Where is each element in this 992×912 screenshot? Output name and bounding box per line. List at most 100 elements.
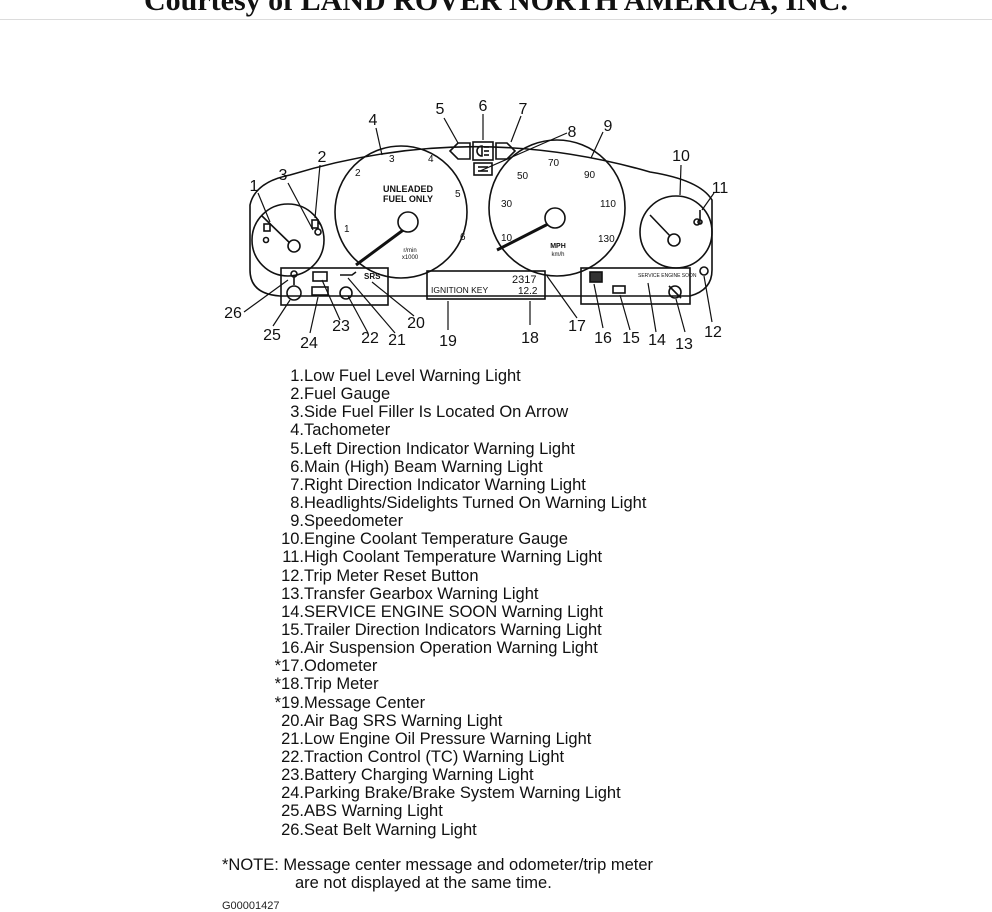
tach-tick-4: 4 bbox=[428, 154, 434, 165]
note-line-2: are not displayed at the same time. bbox=[295, 874, 552, 892]
legend-label: Trip Meter bbox=[304, 675, 379, 694]
tach-fuel-only: FUEL ONLY bbox=[383, 194, 433, 204]
tach-tick-1: 1 bbox=[344, 224, 350, 235]
speed-tick-130: 130 bbox=[598, 234, 615, 245]
courtesy-text: Courtesy of LAND ROVER NORTH AMERICA, IN… bbox=[144, 0, 848, 17]
warning-panel-left bbox=[280, 267, 389, 306]
traction-control-icon bbox=[339, 286, 353, 300]
trip-display: 12.2 bbox=[518, 286, 538, 297]
legend-label: SERVICE ENGINE SOON Warning Light bbox=[304, 602, 603, 621]
trailer-icon bbox=[612, 285, 626, 294]
legend-label: Low Engine Oil Pressure Warning Light bbox=[304, 729, 592, 748]
service-engine-label: SERVICE ENGINE SOON bbox=[638, 273, 697, 279]
tach-tick-6: 6 bbox=[460, 232, 466, 243]
callout-22: 22 bbox=[361, 330, 379, 347]
tachometer: 1 2 3 4 5 6 UNLEADED FUEL ONLY r/min x10… bbox=[334, 145, 468, 279]
callout-15: 15 bbox=[622, 330, 640, 347]
callout-12: 12 bbox=[704, 324, 722, 341]
low-fuel-icon bbox=[263, 223, 271, 232]
legend-label: Tachometer bbox=[304, 421, 391, 440]
legend-number: 16. bbox=[281, 639, 304, 658]
abs-icon bbox=[286, 285, 302, 301]
callout-11: 11 bbox=[712, 180, 729, 197]
legend-number: 26. bbox=[281, 820, 304, 839]
speed-tick-70: 70 bbox=[548, 158, 560, 169]
tach-unleaded: UNLEADED bbox=[383, 184, 434, 194]
callout-4: 4 bbox=[369, 112, 378, 129]
callout-16: 16 bbox=[594, 330, 612, 347]
air-suspension-icon bbox=[589, 271, 603, 283]
footnote: *NOTE: Message center message and odomet… bbox=[222, 856, 653, 892]
callout-13: 13 bbox=[675, 336, 693, 353]
fuel-pump-icon bbox=[311, 219, 322, 229]
gearbox-icon bbox=[668, 285, 682, 299]
left-arrow-icon bbox=[448, 142, 471, 160]
tach-tick-2: 2 bbox=[355, 168, 361, 179]
legend-number: 11. bbox=[282, 548, 304, 567]
callout-25: 25 bbox=[263, 327, 281, 344]
speed-unit-kmh: km/h bbox=[551, 252, 564, 258]
legend-label: Seat Belt Warning Light bbox=[304, 820, 477, 839]
legend-number: 14. bbox=[281, 602, 304, 621]
headlight-icon bbox=[473, 162, 493, 176]
legend-label: Battery Charging Warning Light bbox=[304, 766, 534, 785]
callout-18: 18 bbox=[521, 330, 539, 347]
legend-number: 24. bbox=[281, 784, 304, 803]
legend-number: 20. bbox=[281, 711, 304, 730]
legend-number: 13. bbox=[281, 584, 304, 603]
callout-1: 1 bbox=[250, 178, 259, 195]
callout-17: 17 bbox=[568, 318, 586, 335]
seat-belt-icon bbox=[290, 270, 298, 285]
callout-14: 14 bbox=[648, 332, 666, 349]
legend-number: 10. bbox=[281, 530, 304, 549]
tach-unit-x1000: x1000 bbox=[402, 255, 419, 261]
legend-label: Side Fuel Filler Is Located On Arrow bbox=[304, 403, 569, 422]
figure-code: G00001427 bbox=[222, 900, 280, 912]
speed-tick-90: 90 bbox=[584, 170, 596, 181]
right-arrow-icon bbox=[495, 142, 517, 160]
message-center-text: IGNITION KEY bbox=[431, 285, 488, 295]
callout-19: 19 bbox=[439, 333, 457, 350]
srs-label: SRS bbox=[364, 272, 381, 281]
battery-icon bbox=[312, 271, 328, 282]
legend-label: Transfer Gearbox Warning Light bbox=[304, 584, 539, 603]
legend-number: 2. bbox=[290, 385, 304, 404]
legend-number: *18. bbox=[274, 675, 304, 694]
callout-10: 10 bbox=[672, 148, 690, 165]
callout-23: 23 bbox=[332, 318, 350, 335]
callout-3: 3 bbox=[279, 167, 288, 184]
main-beam-icon bbox=[472, 141, 494, 161]
legend-label: Air Suspension Operation Warning Light bbox=[304, 639, 598, 658]
callout-7: 7 bbox=[519, 101, 528, 118]
callout-2: 2 bbox=[318, 149, 327, 166]
legend-label: Traction Control (TC) Warning Light bbox=[304, 747, 565, 766]
legend-number: 22. bbox=[281, 747, 304, 766]
message-center-box bbox=[426, 270, 546, 300]
legend-label: Right Direction Indicator Warning Light bbox=[304, 475, 586, 494]
legend-number: 12. bbox=[281, 566, 304, 585]
warning-panel-right bbox=[580, 267, 691, 305]
legend-label: Fuel Gauge bbox=[304, 385, 391, 404]
legend-label: Headlights/Sidelights Turned On Warning … bbox=[304, 493, 647, 512]
legend-number: 7. bbox=[290, 475, 304, 494]
courtesy-header: Courtesy of LAND ROVER NORTH AMERICA, IN… bbox=[0, 0, 992, 20]
legend-number: 25. bbox=[281, 802, 304, 821]
tach-tick-3: 3 bbox=[389, 154, 395, 165]
legend-label: ABS Warning Light bbox=[304, 802, 443, 821]
callout-24: 24 bbox=[300, 335, 318, 352]
legend-label: Low Fuel Level Warning Light bbox=[304, 367, 521, 385]
callout-26: 26 bbox=[224, 305, 242, 322]
callout-21: 21 bbox=[388, 332, 406, 349]
legend-label: Parking Brake/Brake System Warning Light bbox=[304, 784, 621, 803]
legend-label: Air Bag SRS Warning Light bbox=[304, 711, 503, 730]
legend-label: Engine Coolant Temperature Gauge bbox=[304, 530, 568, 549]
legend-number: *17. bbox=[274, 657, 304, 676]
legend-label: Main (High) Beam Warning Light bbox=[304, 457, 543, 476]
instrument-cluster-diagram: 1 2 3 4 5 6 UNLEADED FUEL ONLY r/min x10… bbox=[224, 98, 729, 353]
callout-20: 20 bbox=[407, 315, 425, 332]
speed-tick-110: 110 bbox=[600, 199, 616, 210]
tach-tick-5: 5 bbox=[455, 189, 461, 200]
speed-tick-10: 10 bbox=[501, 233, 513, 244]
speed-tick-50: 50 bbox=[517, 171, 529, 182]
speed-tick-30: 30 bbox=[501, 199, 513, 210]
